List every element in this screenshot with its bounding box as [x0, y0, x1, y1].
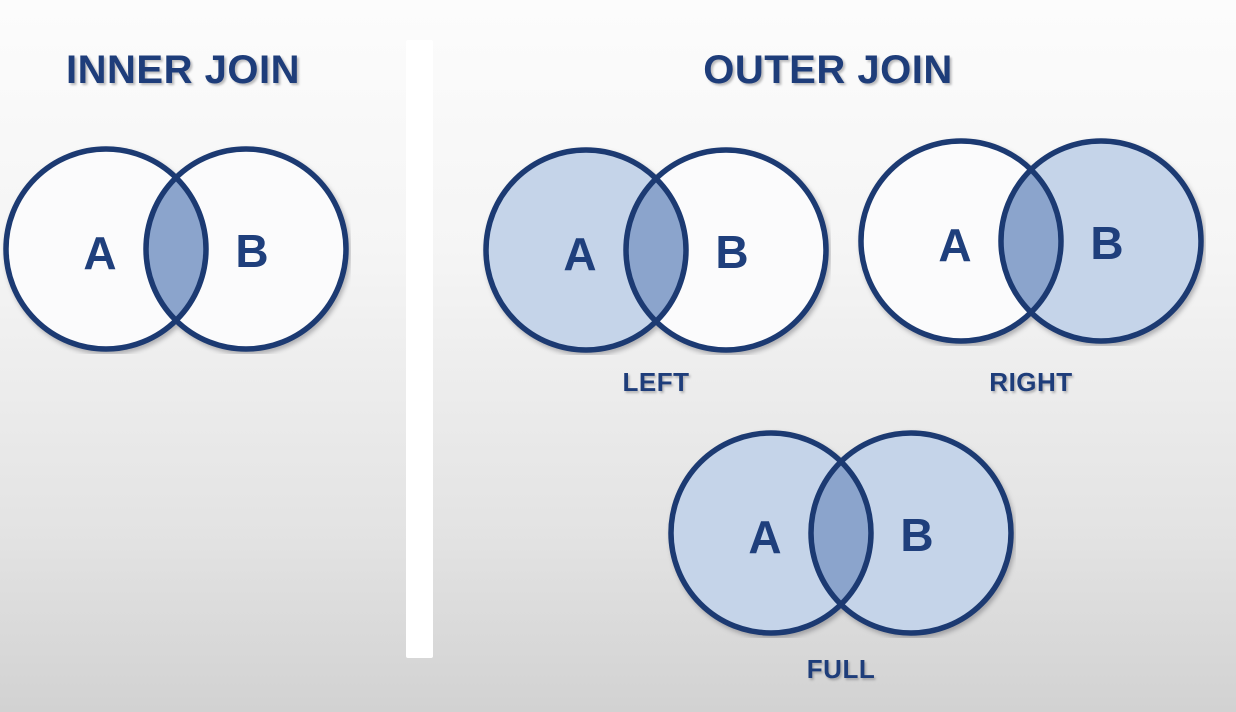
venn-full-outer-join: A B	[666, 428, 1016, 638]
circle-b-fill	[626, 150, 826, 350]
circle-a-fill	[486, 150, 686, 350]
label-a: A	[83, 227, 116, 279]
venn-full-outer-join-svg: A B	[668, 430, 1014, 636]
circle-b-outline	[808, 430, 1014, 636]
circle-a-outline	[483, 147, 689, 353]
circle-a-outline	[858, 138, 1064, 344]
circle-a-fill	[6, 149, 206, 349]
label-a: A	[938, 219, 971, 271]
circle-a-fill	[861, 141, 1061, 341]
caption-right: RIGHT	[989, 367, 1073, 397]
circle-b-outline	[143, 146, 349, 352]
section-divider	[406, 40, 433, 658]
venn-inner-join-svg: A B	[3, 146, 349, 352]
venn-right-outer-join-svg: A B	[858, 138, 1204, 344]
circle-b-outline	[623, 147, 829, 353]
label-b: B	[900, 509, 933, 561]
circle-b-fill	[811, 433, 1011, 633]
circle-a-outline	[668, 430, 874, 636]
label-b: B	[715, 226, 748, 278]
caption-full: FULL	[806, 654, 876, 684]
label-a: A	[563, 228, 596, 280]
circle-a-fill	[671, 433, 871, 633]
caption-left: LEFT	[622, 367, 690, 397]
venn-left-outer-join-svg: A B	[483, 147, 829, 353]
label-b: B	[1090, 217, 1123, 269]
venn-inner-join: A B	[1, 144, 351, 354]
circle-b-outline	[998, 138, 1204, 344]
venn-left-outer-join: A B	[481, 145, 831, 355]
circle-b-fill	[146, 149, 346, 349]
label-a: A	[748, 511, 781, 563]
circle-b-fill	[1001, 141, 1201, 341]
inner-join-title: INNER JOIN	[66, 48, 300, 92]
circle-a-outline	[3, 146, 209, 352]
venn-right-outer-join: A B	[856, 136, 1206, 346]
outer-join-title: OUTER JOIN	[703, 48, 953, 92]
label-b: B	[235, 225, 268, 277]
